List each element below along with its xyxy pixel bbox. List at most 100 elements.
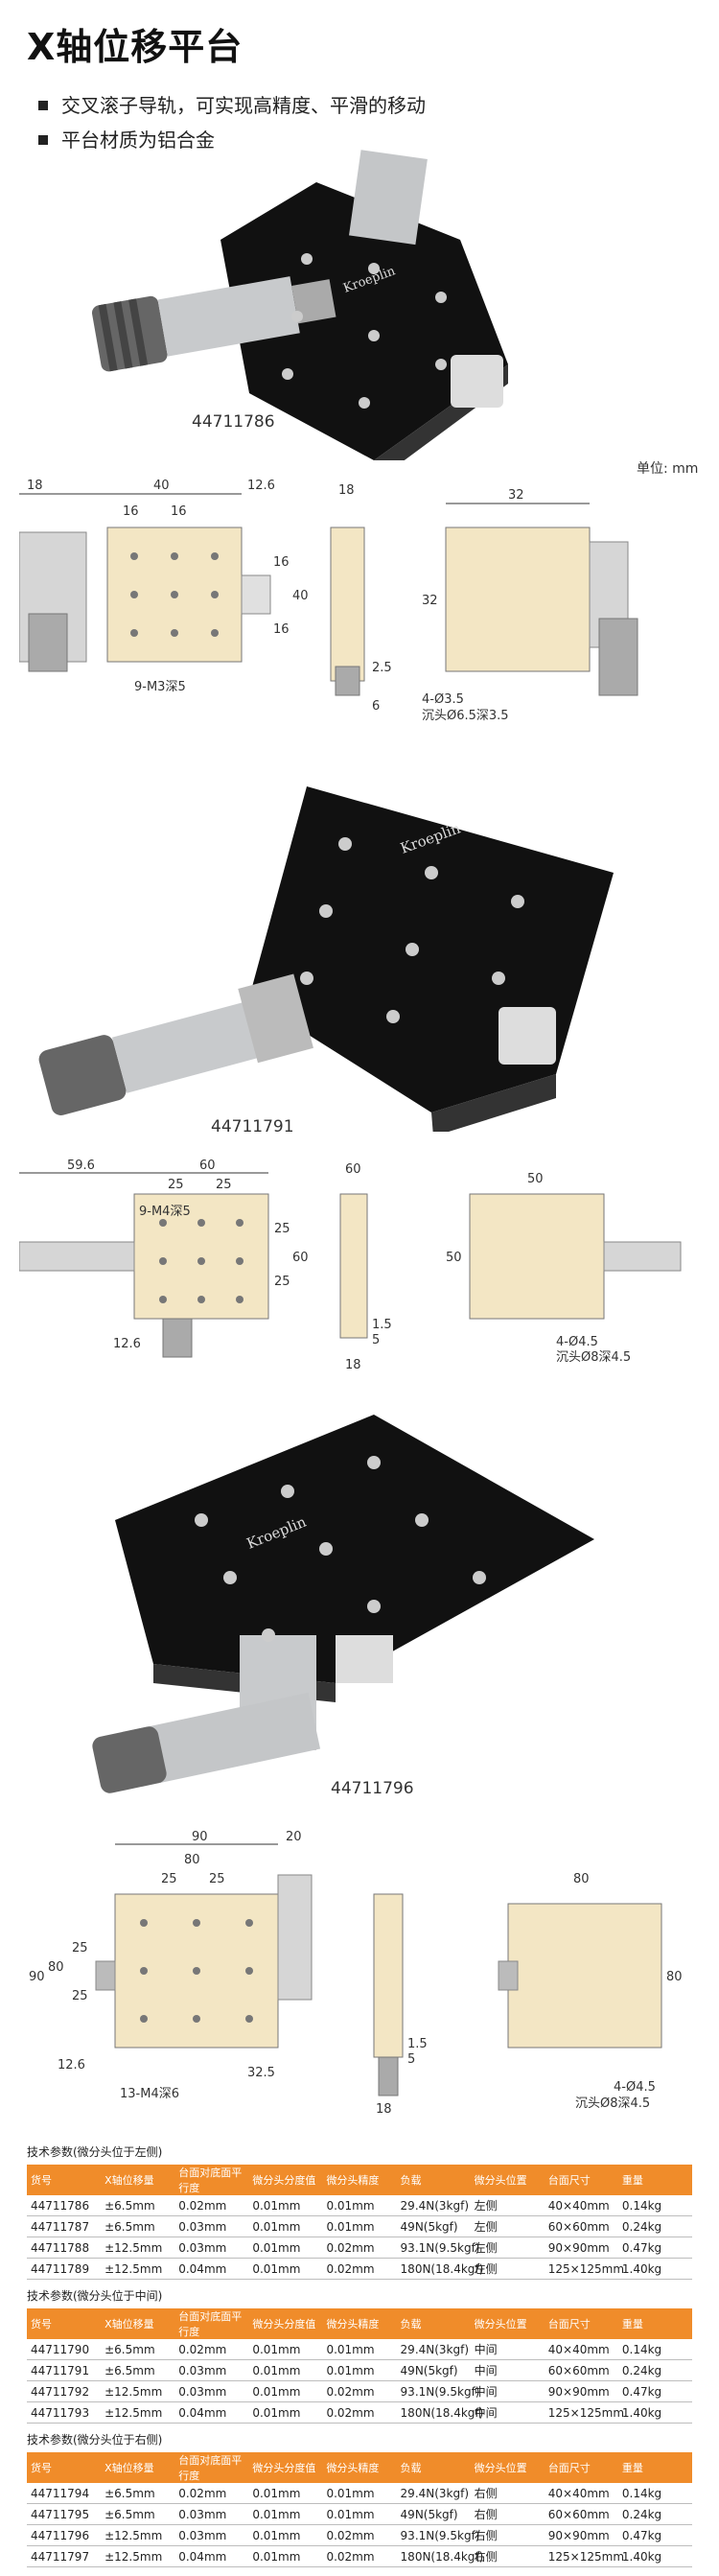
product-photo-44711796: Kroeplin (92, 1415, 594, 1793)
table-cell: 0.01mm (322, 2359, 397, 2381)
table-cell: 0.01mm (248, 2545, 323, 2567)
model-label: 44711786 (192, 412, 275, 432)
svg-text:60: 60 (292, 1251, 309, 1265)
table-cell: 90×90mm (544, 2380, 618, 2402)
table-cell: 44711796 (27, 2524, 102, 2546)
model-label: 44711796 (331, 1779, 414, 1798)
table-cell: 44711788 (27, 2236, 102, 2259)
page-title: X轴位移平台 (27, 26, 244, 68)
table-cell: 29.4N(3kgf) (396, 2195, 471, 2216)
svg-text:25: 25 (72, 1989, 88, 2003)
table-cell: 0.01mm (248, 2524, 323, 2546)
svg-text:59.6: 59.6 (67, 1159, 95, 1173)
table-cell: 40×40mm (544, 2483, 618, 2504)
feature-item: 平台材质为铝合金 (38, 123, 426, 157)
svg-text:12.6: 12.6 (247, 479, 275, 493)
table-cell: ±12.5mm (101, 2380, 175, 2402)
column-header: 货号 (27, 2165, 102, 2195)
table-cell: ±6.5mm (101, 2195, 175, 2216)
table-cell: 0.02mm (322, 2524, 397, 2546)
table-cell: 0.02mm (174, 2195, 249, 2216)
table-cell: 0.03mm (174, 2380, 249, 2402)
table-cell: 0.01mm (248, 2215, 323, 2237)
table-cell: 左侧 (470, 2215, 545, 2237)
svg-text:18: 18 (27, 479, 43, 493)
column-header: 微分头分度值 (248, 2452, 323, 2483)
table-cell: 0.03mm (174, 2215, 249, 2237)
drawing-set-3: 90 20 80 25 25 90 80 25 25 12.6 32.5 13-… (29, 1830, 683, 2117)
table-cell: 0.04mm (174, 2258, 249, 2280)
svg-text:沉头Ø6.5深3.5: 沉头Ø6.5深3.5 (422, 709, 509, 723)
column-header: 负载 (396, 2452, 471, 2483)
svg-text:32: 32 (422, 594, 438, 608)
svg-text:沉头Ø8深4.5: 沉头Ø8深4.5 (556, 1350, 631, 1365)
table-cell: 49N(5kgf) (396, 2503, 471, 2525)
table-cell: 180N(18.4kgf) (396, 2545, 483, 2567)
table-cell: 右侧 (470, 2545, 545, 2567)
table-cell: 右侧 (470, 2483, 545, 2504)
table-cell: 0.02mm (174, 2483, 249, 2504)
table-cell: 0.04mm (174, 2545, 249, 2567)
table-cell: 44711789 (27, 2258, 102, 2280)
svg-text:2.5: 2.5 (372, 661, 392, 675)
table-cell: 49N(5kgf) (396, 2215, 471, 2237)
table-cell: 左侧 (470, 2258, 545, 2280)
table-cell: 93.1N(9.5kgf) (396, 2380, 479, 2402)
svg-text:40: 40 (153, 479, 170, 493)
table-cell: ±6.5mm (101, 2215, 175, 2237)
table-cell: 0.24kg (617, 2359, 692, 2381)
table-cell: 0.01mm (322, 2483, 397, 2504)
table-cell: 中间 (470, 2359, 545, 2381)
svg-text:80: 80 (666, 1970, 683, 1984)
table-cell: 0.03mm (174, 2359, 249, 2381)
table-cell: 90×90mm (544, 2236, 618, 2259)
table-cell: 60×60mm (544, 2359, 618, 2381)
model-label: 44711791 (211, 1117, 294, 1136)
table-cell: ±6.5mm (101, 2483, 175, 2504)
table-cell: 0.14kg (617, 2195, 692, 2216)
svg-text:16: 16 (171, 504, 187, 519)
table-cell: 40×40mm (544, 2195, 618, 2216)
table-cell: 44711792 (27, 2380, 102, 2402)
svg-text:90: 90 (192, 1830, 208, 1844)
column-header: 微分头分度值 (248, 2165, 323, 2195)
table-cell: 180N(18.4kgf) (396, 2258, 483, 2280)
column-header: 微分头精度 (322, 2452, 397, 2483)
svg-text:沉头Ø8深4.5: 沉头Ø8深4.5 (575, 2096, 650, 2111)
table-cell: 0.01mm (248, 2258, 323, 2280)
column-header: 台面尺寸 (544, 2308, 618, 2339)
column-header: 微分头位置 (470, 2165, 545, 2195)
table-cell: 180N(18.4kgf) (396, 2401, 483, 2424)
column-header: 微分头精度 (322, 2165, 397, 2195)
table-caption: 技术参数(微分头位于中间) (27, 2289, 163, 2303)
column-header: 负载 (396, 2308, 471, 2339)
table-cell: 0.24kg (617, 2215, 692, 2237)
svg-text:40: 40 (292, 589, 309, 603)
svg-text:1.5: 1.5 (407, 2037, 428, 2051)
svg-text:25: 25 (209, 1872, 225, 1886)
svg-text:4-Ø4.5: 4-Ø4.5 (556, 1335, 598, 1349)
table-cell: 93.1N(9.5kgf) (396, 2524, 479, 2546)
table-cell: 左侧 (470, 2236, 545, 2259)
table-cell: 0.24kg (617, 2503, 692, 2525)
column-header: 重量 (617, 2452, 692, 2483)
table-cell: ±12.5mm (101, 2401, 175, 2424)
svg-text:60: 60 (345, 1162, 361, 1177)
column-header: 负载 (396, 2165, 471, 2195)
svg-text:25: 25 (216, 1178, 232, 1192)
table-cell: 0.01mm (248, 2503, 323, 2525)
table-cell: 0.01mm (248, 2380, 323, 2402)
table-cell: 44711791 (27, 2359, 102, 2381)
svg-text:16: 16 (273, 622, 290, 637)
table-cell: 右侧 (470, 2503, 545, 2525)
table-cell: 44711795 (27, 2503, 102, 2525)
